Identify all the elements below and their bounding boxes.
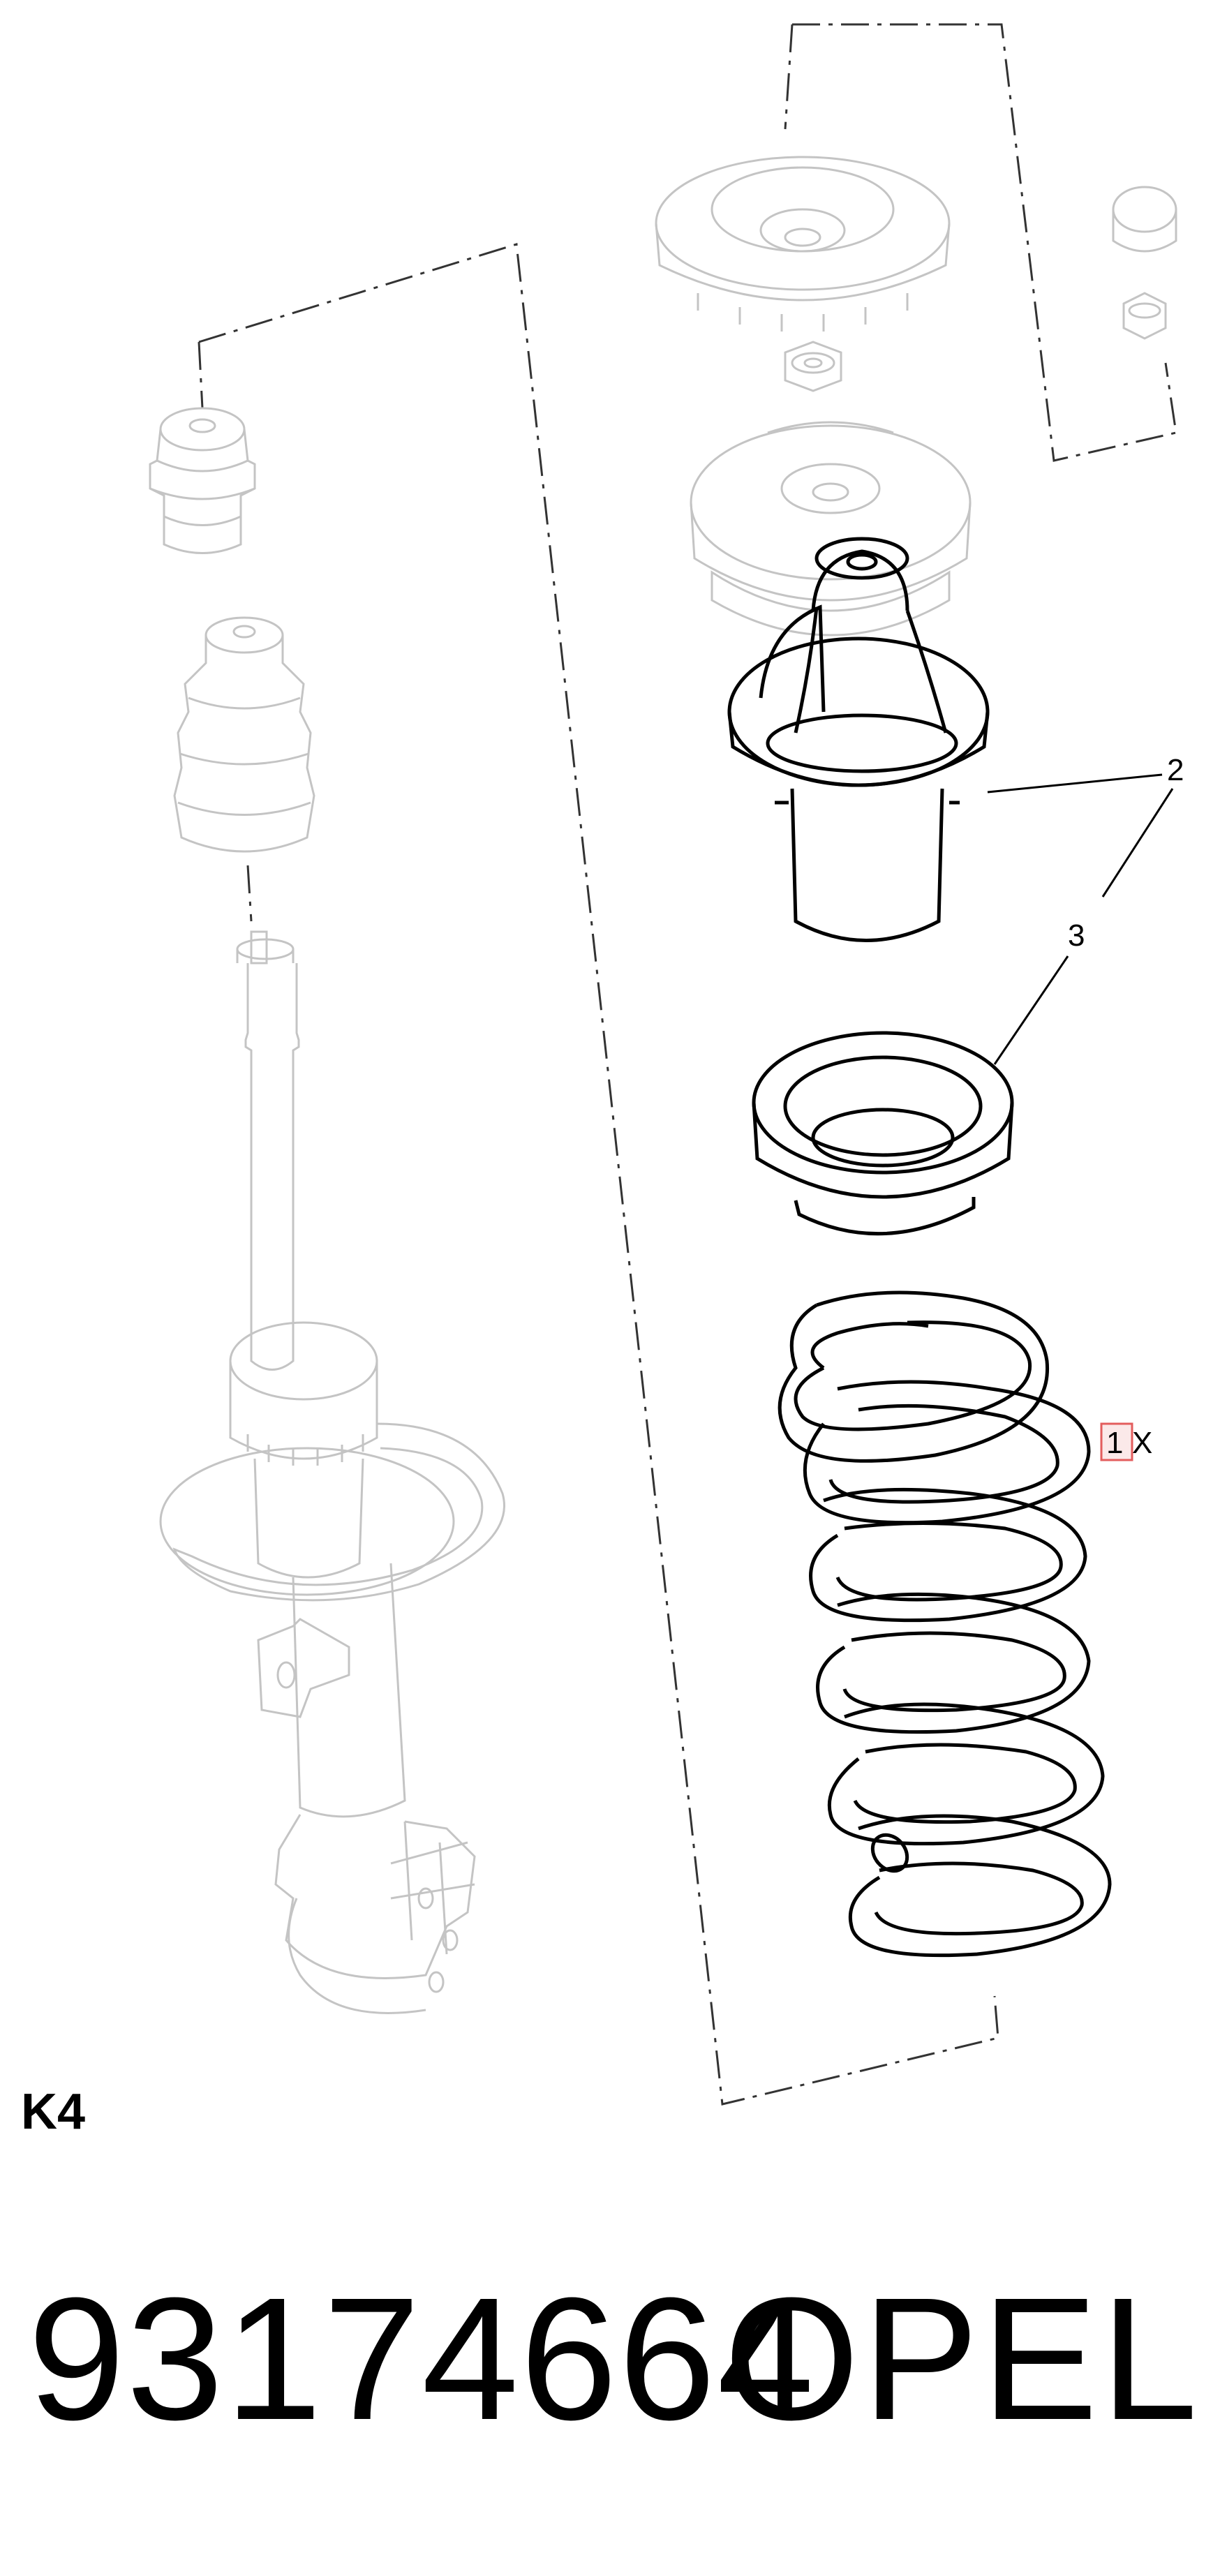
brand-name: OPEL bbox=[724, 2261, 1200, 2456]
assembly-leader-lines bbox=[198, 23, 1177, 2106]
callout-part-1[interactable]: 1 bbox=[1106, 1426, 1123, 1460]
small-nut bbox=[1122, 292, 1167, 340]
strut-bearing bbox=[690, 421, 972, 636]
lower-spring-seat bbox=[752, 1031, 1014, 1236]
bump-stop-upper bbox=[149, 407, 256, 554]
part-number: 93174664 bbox=[28, 2261, 816, 2456]
upper-spring-seat bbox=[727, 537, 990, 942]
dust-cap bbox=[1112, 186, 1177, 253]
callout-part-2[interactable]: 2 bbox=[1167, 753, 1184, 787]
coil-spring bbox=[778, 1290, 1112, 1958]
callout-part-1-qty: X bbox=[1132, 1426, 1152, 1460]
exploded-parts-diagram: 2 3 1 X bbox=[149, 23, 1184, 2106]
strut-nut bbox=[784, 341, 842, 392]
diagram-page-label: K4 bbox=[21, 2084, 86, 2140]
callout-part-1-highlight bbox=[1100, 1422, 1133, 1461]
callout-part-3[interactable]: 3 bbox=[1068, 918, 1085, 953]
upper-strut-mount bbox=[655, 156, 951, 332]
shock-absorber-strut bbox=[159, 930, 505, 2014]
bump-stop-lower bbox=[173, 616, 315, 853]
callout-leaders bbox=[987, 773, 1174, 1065]
